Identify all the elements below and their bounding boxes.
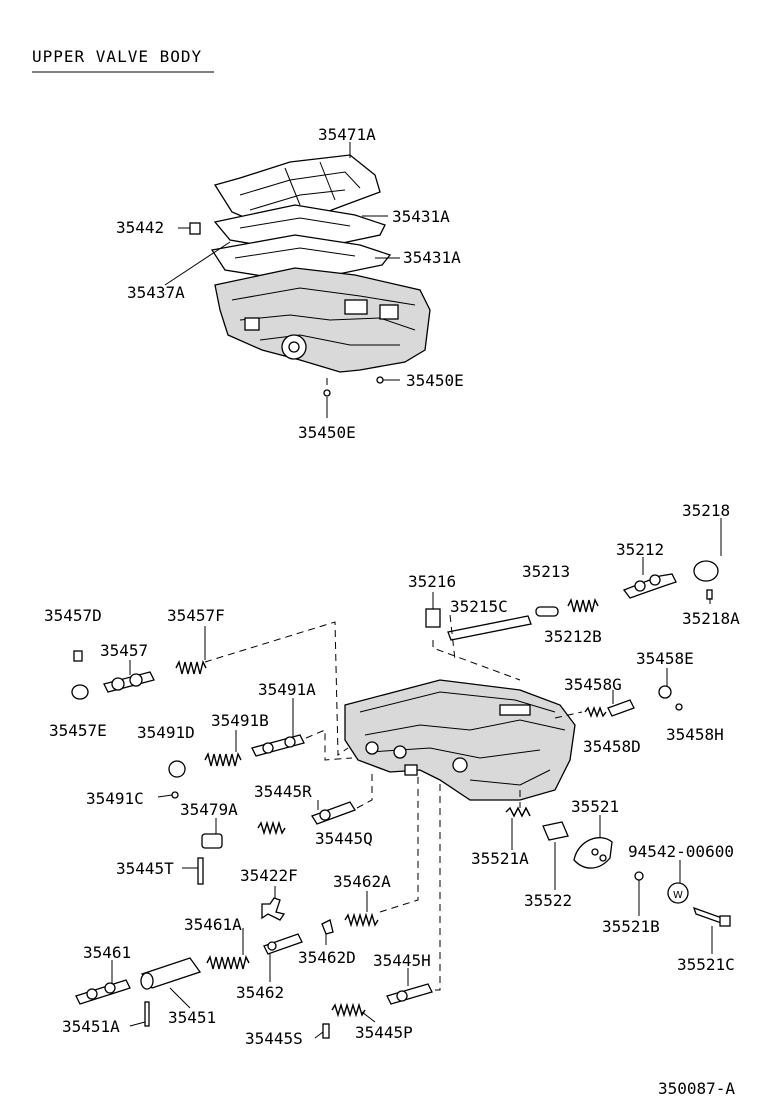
label-35451A: 35451A xyxy=(62,1017,120,1036)
svg-text:W: W xyxy=(673,890,683,901)
label-35462A: 35462A xyxy=(333,872,391,891)
label-35431A-upper: 35431A xyxy=(392,207,450,226)
label-35213: 35213 xyxy=(522,562,570,581)
label-35445S: 35445S xyxy=(245,1029,303,1048)
upper-assembly xyxy=(164,142,431,418)
label-35445Q: 35445Q xyxy=(315,829,373,848)
label-35521C: 35521C xyxy=(677,955,735,974)
label-35458H: 35458H xyxy=(666,725,724,744)
label-35442: 35442 xyxy=(116,218,164,237)
label-35445P: 35445P xyxy=(355,1023,413,1042)
figure-code: 350087-A xyxy=(658,1079,735,1098)
label-35491C: 35491C xyxy=(86,789,144,808)
label-35445R: 35445R xyxy=(254,782,312,801)
label-35471A: 35471A xyxy=(318,125,376,144)
label-35450E-bottom: 35450E xyxy=(298,423,356,442)
label-35437A: 35437A xyxy=(127,283,185,302)
diagram-title: UPPER VALVE BODY xyxy=(32,47,202,66)
label-35458D: 35458D xyxy=(583,737,641,756)
label-35491B: 35491B xyxy=(211,711,269,730)
label-35451: 35451 xyxy=(168,1008,216,1027)
label-35521B: 35521B xyxy=(602,917,660,936)
label-35461: 35461 xyxy=(83,943,131,962)
label-35215C: 35215C xyxy=(450,597,508,616)
label-35462: 35462 xyxy=(236,983,284,1002)
label-35522: 35522 xyxy=(524,891,572,910)
label-35491A: 35491A xyxy=(258,680,316,699)
label-35491D: 35491D xyxy=(137,723,195,742)
label-35218: 35218 xyxy=(682,501,730,520)
label-35458G: 35458G xyxy=(564,675,622,694)
label-35218A: 35218A xyxy=(682,609,740,628)
label-35422F: 35422F xyxy=(240,866,298,885)
label-35461A: 35461A xyxy=(184,915,242,934)
label-35458E: 35458E xyxy=(636,649,694,668)
label-35521: 35521 xyxy=(571,797,619,816)
label-35457F: 35457F xyxy=(167,606,225,625)
label-35521A: 35521A xyxy=(471,849,529,868)
label-35216: 35216 xyxy=(408,572,456,591)
label-35431A-lower: 35431A xyxy=(403,248,461,267)
label-35445H: 35445H xyxy=(373,951,431,970)
label-35445T: 35445T xyxy=(116,859,174,878)
label-35212: 35212 xyxy=(616,540,664,559)
label-35457: 35457 xyxy=(100,641,148,660)
label-35479A: 35479A xyxy=(180,800,238,819)
label-35450E-right: 35450E xyxy=(406,371,464,390)
lower-assembly: W xyxy=(71,518,731,1039)
label-35457D: 35457D xyxy=(44,606,102,625)
label-35462D: 35462D xyxy=(298,948,356,967)
label-35212B: 35212B xyxy=(544,627,602,646)
label-94542-00600: 94542-00600 xyxy=(628,842,734,861)
label-35457E: 35457E xyxy=(49,721,107,740)
